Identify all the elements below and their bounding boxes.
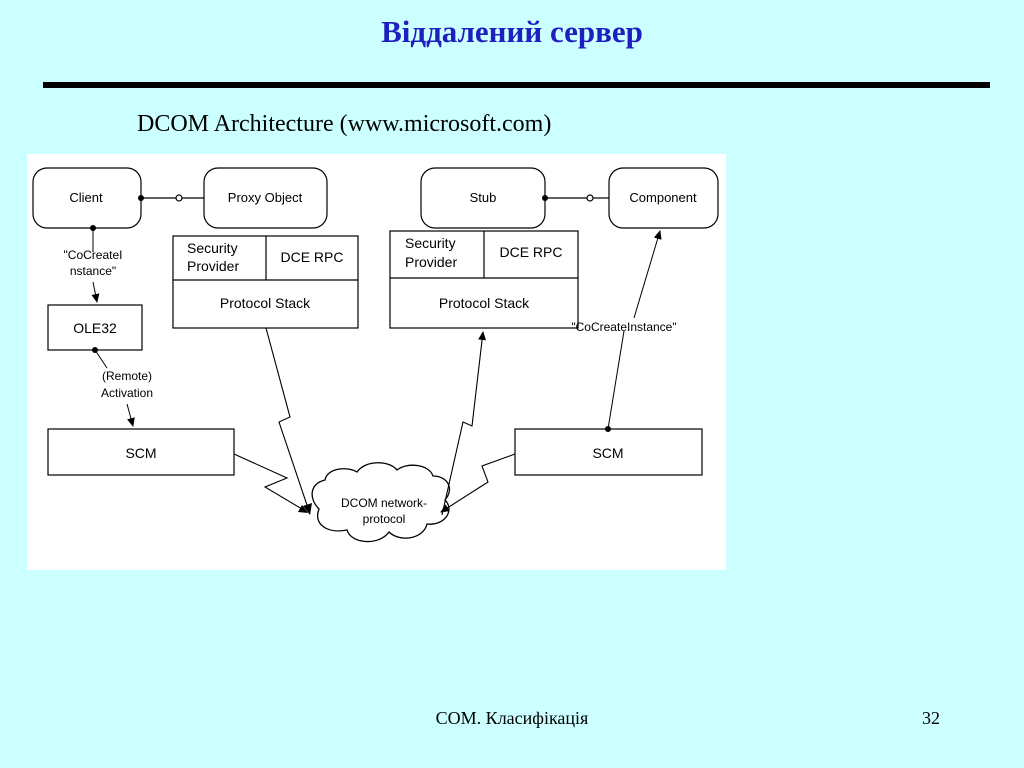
proxy-object-label: Proxy Object	[228, 190, 303, 205]
cocreate-label-1: "CoCreateI	[64, 248, 123, 262]
stub-component-interface	[542, 194, 609, 202]
slide-footer: СОМ. Класифікація	[435, 708, 589, 728]
server-scm-label: SCM	[592, 445, 623, 461]
server-security-label-2: Provider	[405, 254, 457, 270]
client-protocol-stack-label: Protocol Stack	[220, 295, 311, 311]
client-dce-rpc-label: DCE RPC	[280, 249, 343, 265]
client-scm-label: SCM	[125, 445, 156, 461]
server-scm-network-link	[440, 453, 516, 513]
slide-title: Віддалений сервер	[381, 14, 643, 49]
client-label: Client	[69, 190, 103, 205]
client-security-label-2: Provider	[187, 258, 239, 274]
server-protocol-stack-label: Protocol Stack	[439, 295, 530, 311]
server-rpc-stack: Security Provider DCE RPC Protocol Stack	[389, 230, 579, 329]
client-stack-network-link	[265, 327, 312, 515]
component-node: Component	[608, 167, 719, 229]
network-protocol-label-2: protocol	[363, 512, 406, 526]
client-proxy-interface	[138, 194, 204, 202]
network-protocol-label-1: DCOM network-	[341, 496, 427, 510]
server-cocreate-label: "CoCreateInstance"	[571, 320, 676, 334]
server-stack-network-link	[441, 331, 487, 516]
client-security-label-1: Security	[187, 240, 238, 256]
client-node: Client	[32, 167, 142, 229]
cocreate-label-2: nstance"	[70, 264, 116, 278]
dcom-architecture-diagram: Client Proxy Object Stub Component	[27, 154, 726, 570]
proxy-object-node: Proxy Object	[203, 167, 328, 229]
ole32-label: OLE32	[73, 320, 117, 336]
network-cloud: DCOM network- protocol	[311, 462, 450, 543]
client-scm-network-link	[233, 453, 308, 513]
remote-activation-label-2: Activation	[101, 386, 153, 400]
server-security-label-1: Security	[405, 235, 456, 251]
ole32-node: OLE32	[47, 304, 143, 351]
scm-to-component-arrow: "CoCreateInstance"	[571, 230, 677, 432]
title-divider	[43, 82, 990, 88]
diagram-caption: DCOM Architecture (www.microsoft.com)	[137, 111, 552, 137]
remote-activation-label-1: (Remote)	[102, 369, 152, 383]
client-rpc-stack: Security Provider DCE RPC Protocol Stack	[172, 235, 359, 329]
stub-node: Stub	[420, 167, 546, 229]
ole32-to-scm-arrow: (Remote) Activation	[92, 347, 153, 427]
server-dce-rpc-label: DCE RPC	[499, 244, 562, 260]
stub-label: Stub	[470, 190, 497, 205]
client-to-ole32-arrow: "CoCreateI nstance"	[64, 225, 123, 303]
client-scm-node: SCM	[47, 428, 235, 476]
server-scm-node: SCM	[514, 428, 703, 476]
component-label: Component	[629, 190, 697, 205]
page-number: 32	[922, 708, 940, 728]
